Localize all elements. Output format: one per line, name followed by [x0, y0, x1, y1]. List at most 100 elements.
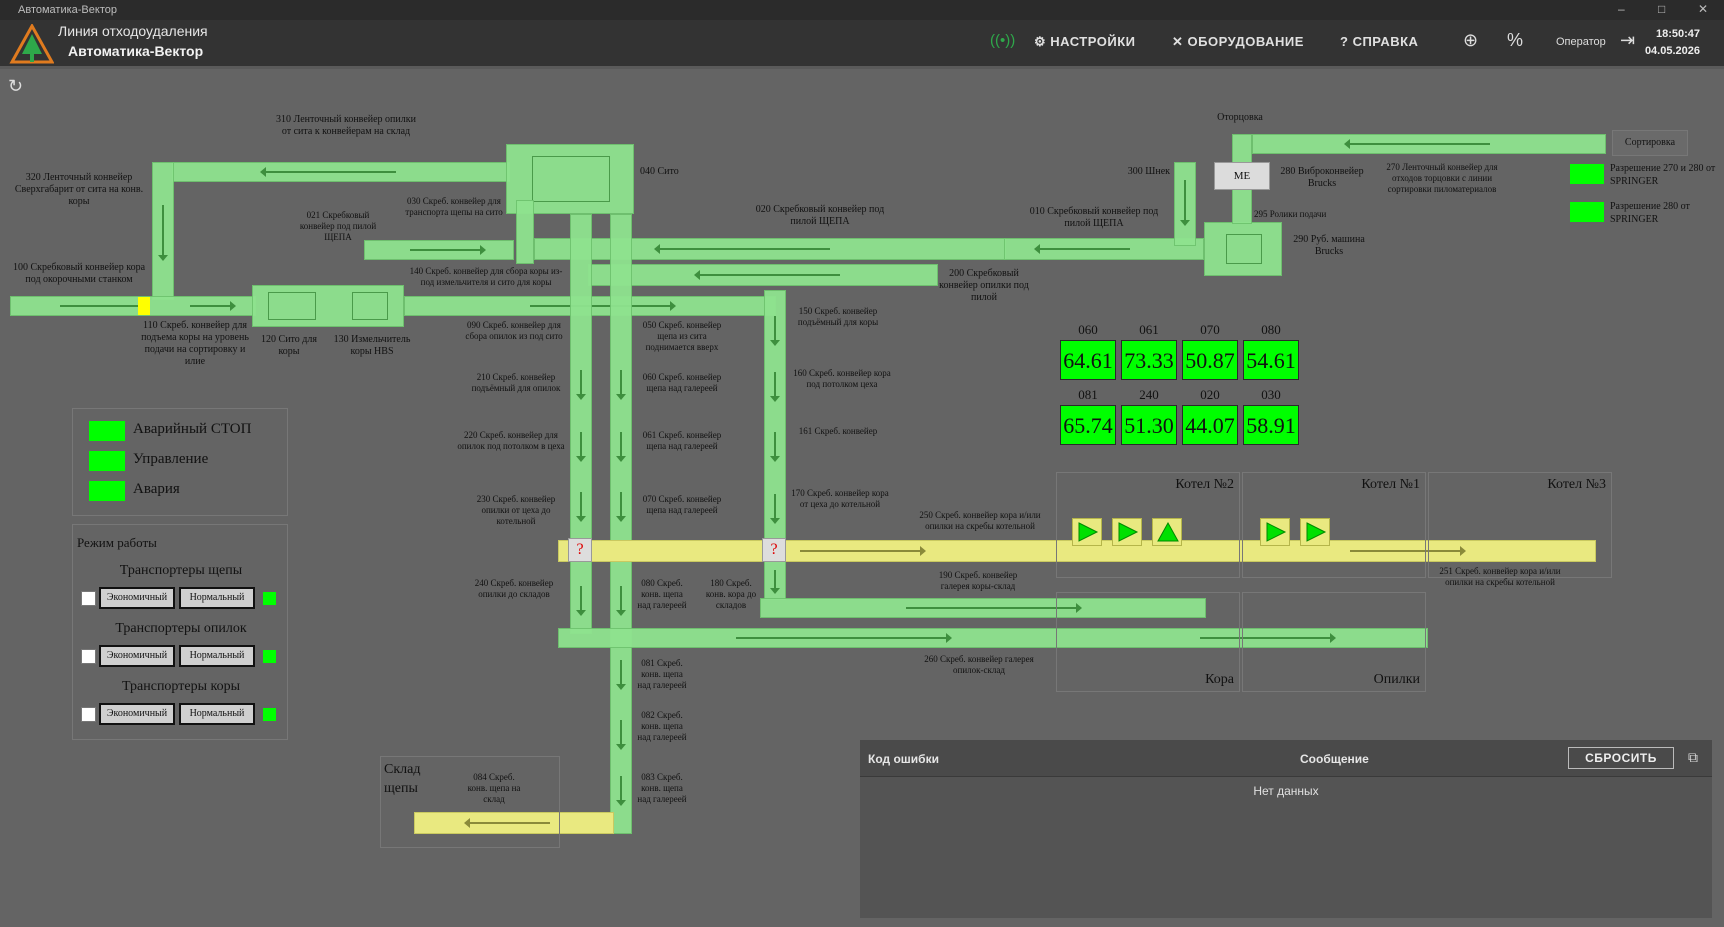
app-title-line2: Автоматика-Вектор	[68, 43, 204, 59]
label-150: 150 Скреб. конвейер подъёмный для коры	[797, 306, 879, 327]
me-block[interactable]: МЕ	[1214, 162, 1270, 190]
settings-label: НАСТРОЙКИ	[1050, 34, 1136, 49]
bark-transport-checkbox[interactable]	[81, 707, 96, 722]
label-230: 230 Скреб. конвейер опилки от цеха до ко…	[476, 494, 556, 526]
sawdust-normal-button[interactable]: Нормальный	[179, 645, 255, 667]
logout-icon[interactable]: ⇥	[1620, 30, 1636, 50]
arrow-down-icon	[616, 660, 626, 690]
boiler2-feed-up-button[interactable]	[1152, 518, 1182, 546]
percent-icon[interactable]: %	[1507, 30, 1524, 50]
label-020: 020 Скребковый конвейер под пилой ЩЕПА	[755, 204, 885, 227]
arrow-left-icon	[654, 244, 830, 254]
equipment-menu[interactable]: ✕ ОБОРУДОВАНИЕ	[1172, 34, 1304, 50]
sensor-value[interactable]: 65.74	[1060, 405, 1116, 445]
sawdust-store-area	[1242, 592, 1426, 692]
sensor-id: 061	[1139, 322, 1159, 337]
close-button[interactable]: ✕	[1698, 2, 1709, 16]
conveyor-030[interactable]	[516, 200, 534, 264]
sensor-id: 020	[1200, 387, 1220, 402]
sensor-value[interactable]: 50.87	[1182, 340, 1238, 380]
sawdust-transport-checkbox[interactable]	[81, 649, 96, 664]
error-table-header: Код ошибки Сообщение СБРОСИТЬ ⧉	[860, 740, 1712, 777]
chip-normal-button[interactable]: Нормальный	[179, 587, 255, 609]
boiler-1-area	[1242, 472, 1426, 578]
label-060: 060 Скреб. конвейер щепа над галереей	[642, 372, 722, 393]
chip-transport-checkbox[interactable]	[81, 591, 96, 606]
expand-icon[interactable]: ⧉	[1688, 749, 1698, 765]
arrow-down-icon	[770, 494, 780, 524]
chip-transport-label: Транспортеры щепы	[119, 563, 243, 578]
boiler1-feed-2-button[interactable]	[1300, 518, 1330, 546]
label-250: 250 Скреб. конвейер кора и/или опилки на…	[919, 510, 1041, 531]
label-210: 210 Скреб. конвейер подъёмный для опилок	[471, 372, 561, 393]
label-110: 110 Скреб. конвейер для подъема коры на …	[141, 320, 249, 367]
error-code-column: Код ошибки	[868, 752, 939, 766]
sensor-value[interactable]: 54.61	[1243, 340, 1299, 380]
label-295: 295 Ролики подачи	[1254, 209, 1327, 219]
arrow-left-icon	[694, 270, 840, 280]
bark-transport-label: Транспортеры коры	[122, 679, 240, 694]
bark-eco-button[interactable]: Экономичный	[99, 703, 175, 725]
arrow-down-icon	[616, 776, 626, 806]
estop-indicator	[89, 421, 125, 441]
boiler-1-label: Котел №1	[1361, 477, 1420, 492]
boiler2-feed-2-button[interactable]	[1112, 518, 1142, 546]
play-icon	[1078, 522, 1099, 542]
clock: 18:50:47 04.05.2026	[1645, 26, 1700, 60]
arrow-down-icon	[616, 432, 626, 462]
settings-menu[interactable]: ⚙ НАСТРОЙКИ	[1034, 34, 1135, 50]
sensor-value[interactable]: 44.07	[1182, 405, 1238, 445]
label-100: 100 Скребковый конвейер кора под окорочн…	[12, 262, 146, 285]
tools-icon: ✕	[1172, 34, 1188, 49]
label-010: 010 Скребковый конвейер под пилой ЩЕПА	[1029, 206, 1159, 229]
refresh-icon[interactable]: ↻	[8, 76, 24, 96]
minimize-button[interactable]: –	[1618, 2, 1625, 16]
permission-270-280-label: Разрешение 270 и 280 от SPRINGER	[1610, 163, 1716, 187]
mode-panel: Режим работы Транспортеры щепы Экономичн…	[72, 524, 288, 740]
unknown-state-indicator[interactable]: ?	[762, 538, 786, 562]
globe-icon[interactable]: ⊕	[1463, 30, 1479, 50]
reset-button[interactable]: СБРОСИТЬ	[1568, 747, 1674, 769]
sensor-value[interactable]: 51.30	[1121, 405, 1177, 445]
arrow-down-icon	[576, 370, 586, 400]
arrow-down-icon	[576, 492, 586, 522]
label-160: 160 Скреб. конвейер кора под потолком це…	[793, 368, 891, 389]
sensor-id: 070	[1200, 322, 1220, 337]
conveyor-060-083[interactable]	[610, 214, 632, 834]
estop-label: Аварийный СТОП	[133, 421, 252, 437]
sensor-value[interactable]: 73.33	[1121, 340, 1177, 380]
arrow-right-icon	[800, 546, 926, 556]
label-200: 200 Скребковый конвейер опилки под пилой	[939, 268, 1029, 303]
sensor-value[interactable]: 58.91	[1243, 405, 1299, 445]
sawdust-transport-label: Транспортеры опилок	[115, 621, 247, 636]
help-menu[interactable]: ? СПРАВКА	[1340, 34, 1418, 49]
conveyor-050[interactable]	[570, 214, 592, 634]
label-170: 170 Скреб. конвейер кора от цеха до коте…	[791, 488, 889, 509]
sorting-box[interactable]	[1612, 130, 1688, 156]
arrow-right-icon	[60, 301, 146, 311]
label-320: 320 Ленточный конвейер Сверхгабарит от с…	[14, 172, 144, 207]
arrow-down-icon	[616, 720, 626, 750]
boiler1-feed-1-button[interactable]	[1260, 518, 1290, 546]
bark-normal-button[interactable]: Нормальный	[179, 703, 255, 725]
arrow-down-icon	[770, 372, 780, 402]
boiler2-feed-1-button[interactable]	[1072, 518, 1102, 546]
boiler-2-area	[1056, 472, 1240, 578]
signal-icon[interactable]: ((•))	[990, 32, 1016, 49]
chip-eco-button[interactable]: Экономичный	[99, 587, 175, 609]
arrow-down-icon	[616, 370, 626, 400]
sensor-value[interactable]: 64.61	[1060, 340, 1116, 380]
permission-280-indicator	[1570, 202, 1604, 222]
arrow-down-icon	[770, 432, 780, 462]
chip-store-area	[380, 756, 560, 848]
label-251: 251 Скреб. конвейер кора и/или опилки на…	[1439, 566, 1561, 587]
label-120: 120 Сито для коры	[261, 334, 317, 357]
conveyor-260[interactable]	[558, 628, 1428, 648]
unknown-state-indicator[interactable]: ?	[568, 538, 592, 562]
error-empty-message: Нет данных	[1253, 784, 1319, 798]
arrow-down-icon	[616, 492, 626, 522]
grinder-icon	[352, 292, 388, 320]
maximize-button[interactable]: □	[1658, 2, 1666, 16]
sawdust-eco-button[interactable]: Экономичный	[99, 645, 175, 667]
arrow-down-icon	[770, 570, 780, 594]
